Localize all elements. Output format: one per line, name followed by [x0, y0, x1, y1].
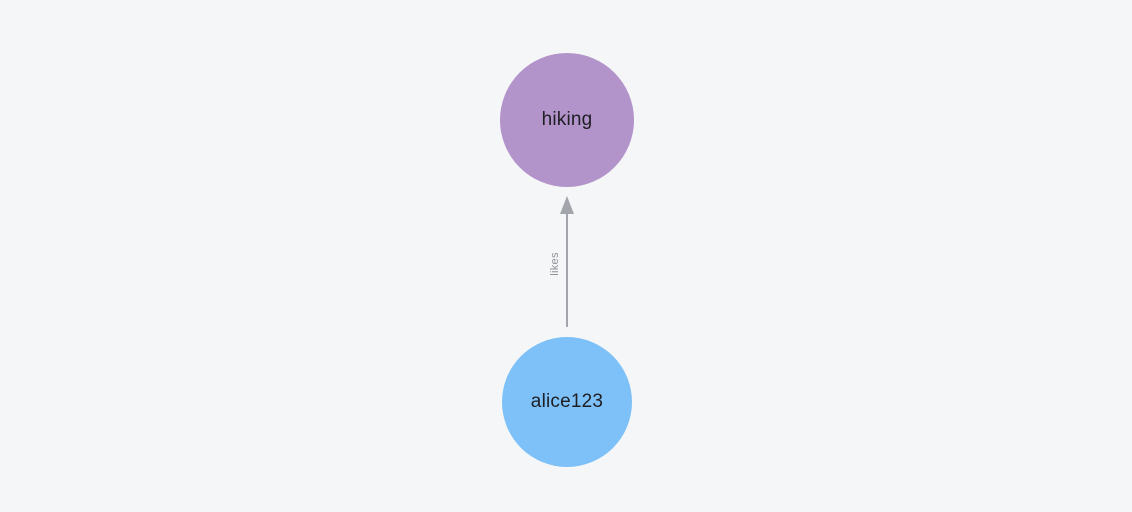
- edge-line[interactable]: [566, 212, 568, 327]
- node-alice123-label: alice123: [530, 391, 604, 412]
- node-alice123[interactable]: alice123: [502, 337, 632, 467]
- node-hiking[interactable]: hiking: [500, 53, 634, 187]
- edge-label-likes: likes: [549, 252, 561, 276]
- arrow-up-icon: [560, 196, 574, 214]
- node-hiking-label: hiking: [541, 109, 593, 130]
